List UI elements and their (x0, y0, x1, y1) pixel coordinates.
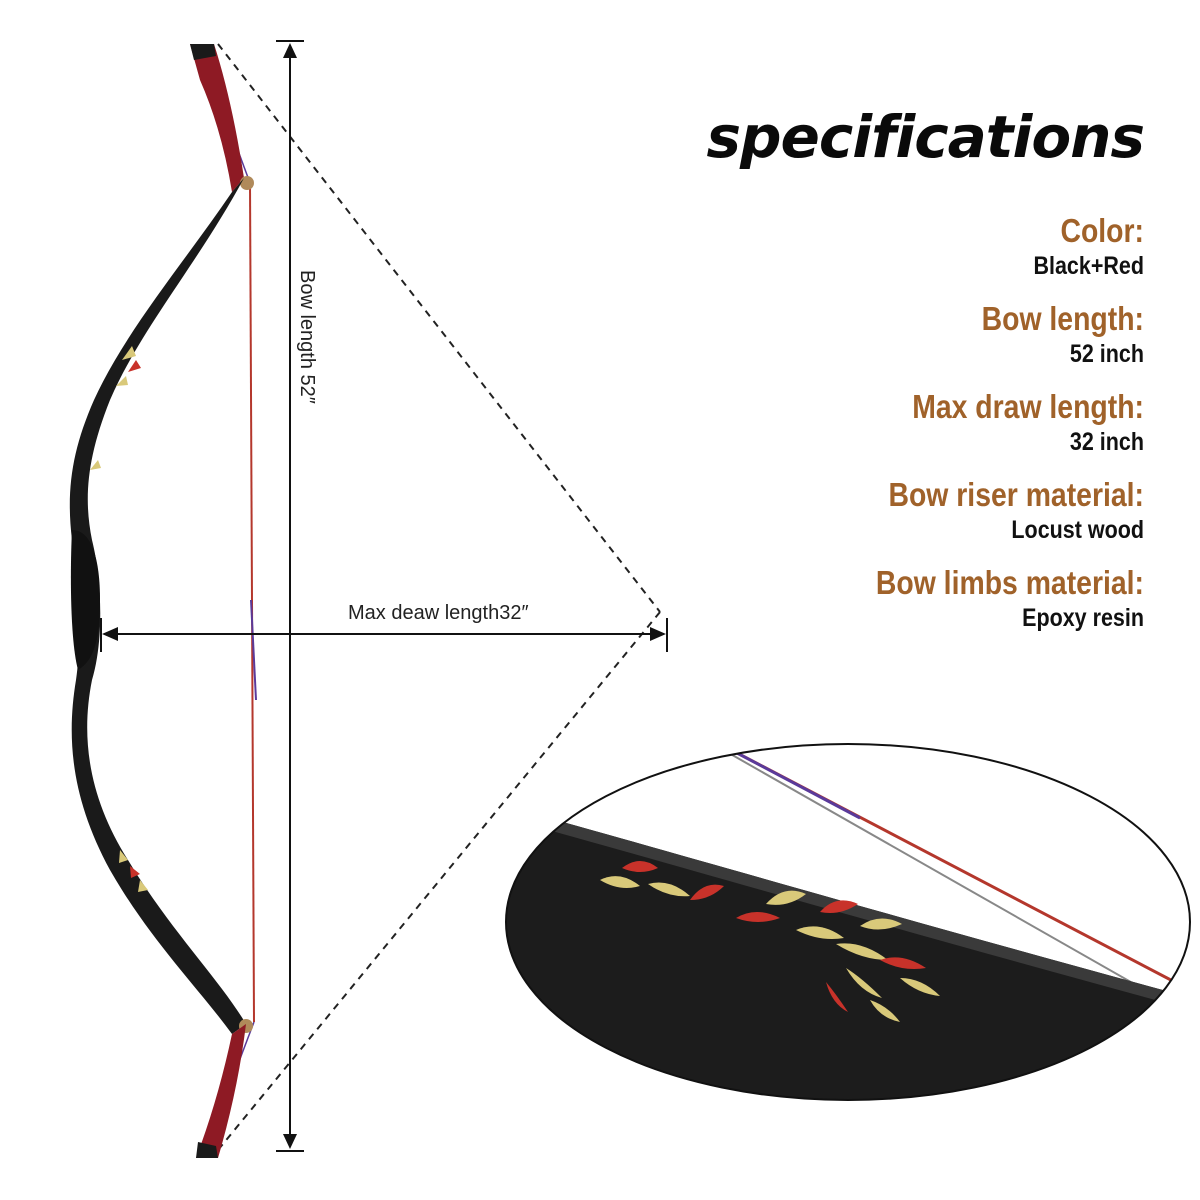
spec-label: Color: (1060, 212, 1144, 249)
spec-limbs-material: Bow limbs material: Epoxy resin (724, 564, 1144, 635)
bow-embroidery (90, 346, 148, 892)
bow-grip (70, 530, 100, 670)
spec-value: Black+Red (1033, 252, 1144, 280)
spec-value: 52 inch (1069, 340, 1144, 368)
spec-color: Color: Black+Red (724, 212, 1144, 283)
draw-length-arrow (100, 618, 668, 652)
spec-label: Max draw length: (912, 388, 1144, 425)
spec-value: Epoxy resin (1022, 604, 1144, 632)
spec-max-draw-length: Max draw length: 32 inch (724, 388, 1144, 459)
lower-limb-tip (196, 1024, 246, 1158)
detail-zoom (505, 743, 1191, 1101)
bow-body (69, 44, 254, 1158)
spec-bow-length: Bow length: 52 inch (724, 300, 1144, 371)
upper-limb-tip (190, 44, 244, 192)
embroidery-detail (600, 861, 940, 1022)
limb-detail-band (506, 810, 1190, 1100)
bow-length-arrow (276, 40, 304, 1152)
upper-string-nock (240, 176, 254, 190)
spec-list: Color: Black+Red Bow length: 52 inch Max… (724, 212, 1144, 652)
bow-length-label: Bow length 52″ (296, 270, 318, 404)
specifications-title: specifications (706, 103, 1145, 171)
draw-length-label: Max deaw length32″ (348, 602, 529, 624)
spec-riser-material: Bow riser material: Locust wood (724, 476, 1144, 547)
spec-label: Bow riser material: (888, 476, 1144, 513)
spec-value: Locust wood (1011, 516, 1144, 544)
draw-guide-lines (217, 43, 661, 1151)
spec-label: Bow length: (981, 300, 1144, 337)
spec-value: 32 inch (1069, 428, 1144, 456)
detail-ellipse-border (505, 743, 1191, 1101)
spec-label: Bow limbs material: (875, 564, 1144, 601)
